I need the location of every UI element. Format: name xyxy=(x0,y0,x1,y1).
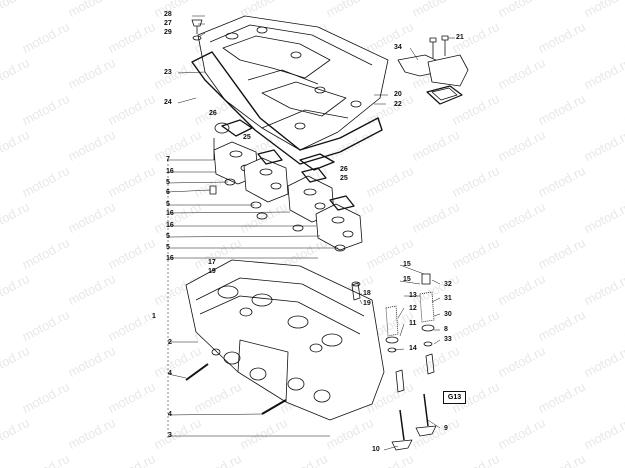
part-callout-32: 32 xyxy=(444,281,452,288)
cover-gasket xyxy=(191,51,383,165)
part-callout-23: 23 xyxy=(164,69,172,76)
part-callout-5: 5 xyxy=(166,201,170,208)
stud xyxy=(261,399,287,415)
valve-cover xyxy=(197,15,389,151)
part-callout-12: 12 xyxy=(409,305,417,312)
part-callout-9: 9 xyxy=(444,425,448,432)
leader-lines xyxy=(167,15,455,451)
part-callout-24: 24 xyxy=(164,99,172,106)
part-callout-11: 11 xyxy=(409,320,417,327)
part-callout-10: 10 xyxy=(372,446,380,453)
o-ring xyxy=(256,212,268,220)
part-callout-25: 25 xyxy=(243,134,251,141)
part-callout-1: 1 xyxy=(152,313,156,320)
dowel-pin xyxy=(209,185,217,195)
diagram-code-badge: G13 xyxy=(443,391,466,404)
part-callout-31: 31 xyxy=(444,295,452,302)
part-callout-25: 25 xyxy=(340,175,348,182)
valve xyxy=(415,393,437,437)
part-callout-29: 29 xyxy=(164,29,172,36)
part-callout-16: 16 xyxy=(166,168,174,175)
part-callout-4: 4 xyxy=(168,411,172,418)
part-callout-16: 16 xyxy=(166,255,174,262)
part-callout-17: 17 xyxy=(208,259,216,266)
part-callout-15: 15 xyxy=(403,261,411,268)
part-callout-33: 33 xyxy=(444,336,452,343)
part-callout-6: 6 xyxy=(166,189,170,196)
part-callout-8: 8 xyxy=(444,326,448,333)
part-callout-5: 5 xyxy=(166,233,170,240)
part-callout-3: 3 xyxy=(168,432,172,439)
part-callout-13: 13 xyxy=(409,292,417,299)
part-callout-22: 22 xyxy=(394,101,402,108)
part-callout-26: 26 xyxy=(340,166,348,173)
part-callout-16: 16 xyxy=(166,210,174,217)
part-callout-20: 20 xyxy=(394,91,402,98)
part-callout-15: 15 xyxy=(403,276,411,283)
part-callout-2: 2 xyxy=(168,339,172,346)
part-callout-26: 26 xyxy=(209,110,217,117)
breather-assembly xyxy=(397,35,469,105)
gasket-plate xyxy=(221,119,253,137)
part-callout-4: 4 xyxy=(168,370,172,377)
part-callout-19: 19 xyxy=(208,268,216,275)
rocker-bracket xyxy=(243,149,289,203)
part-callout-7: 7 xyxy=(166,156,170,163)
part-callout-28: 28 xyxy=(164,11,172,18)
part-callout-30: 30 xyxy=(444,311,452,318)
valve xyxy=(391,409,413,451)
stud xyxy=(185,363,209,381)
cover-bolt xyxy=(191,19,203,41)
cylinder-head xyxy=(185,259,385,421)
rocker-bracket xyxy=(315,195,363,251)
part-callout-27: 27 xyxy=(164,20,172,27)
valve-train xyxy=(351,273,435,393)
part-callout-34: 34 xyxy=(394,44,402,51)
part-callout-5: 5 xyxy=(166,179,170,186)
gasket-plate xyxy=(299,153,335,171)
part-callout-21: 21 xyxy=(456,34,464,41)
part-callout-18: 18 xyxy=(363,290,371,297)
o-ring xyxy=(292,224,304,232)
part-callout-19: 19 xyxy=(363,300,371,307)
part-callout-14: 14 xyxy=(409,345,417,352)
part-callout-16: 16 xyxy=(166,222,174,229)
part-callout-5: 5 xyxy=(166,244,170,251)
